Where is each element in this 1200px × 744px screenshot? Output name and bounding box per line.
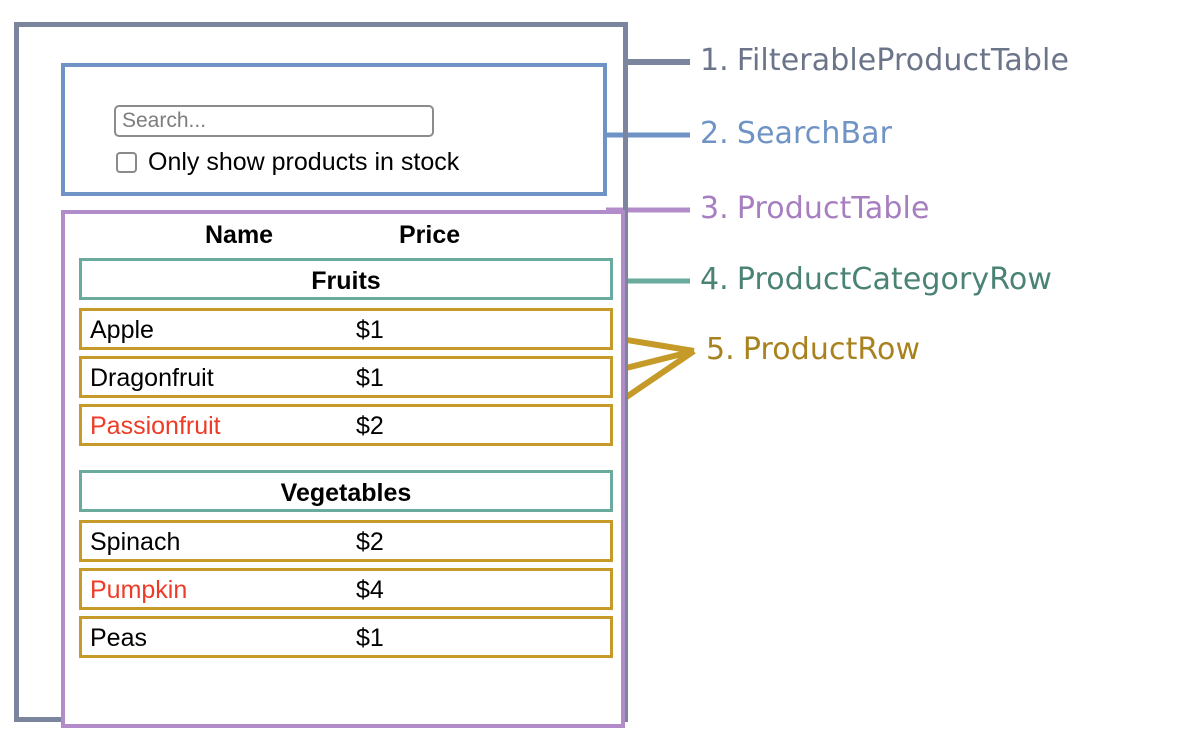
- legend-label: FilterableProductTable: [736, 43, 1070, 78]
- legend-item-filterable-product-table: 1.FilterableProductTable: [700, 46, 1069, 76]
- product-price: $2: [356, 528, 384, 556]
- table-header-row: Name Price: [79, 214, 613, 258]
- legend-number: 1.: [700, 43, 729, 78]
- legend-number: 5.: [706, 332, 735, 367]
- product-row[interactable]: Passionfruit $2: [79, 404, 613, 446]
- product-row[interactable]: Apple $1: [79, 308, 613, 350]
- column-header-price: Price: [399, 221, 461, 249]
- category-label: Vegetables: [280, 479, 412, 507]
- legend-item-product-row: 5.ProductRow: [706, 335, 920, 365]
- legend-item-product-table: 3.ProductTable: [700, 194, 930, 224]
- product-name: Dragonfruit: [90, 364, 214, 392]
- legend-label: ProductTable: [736, 191, 930, 226]
- product-price: $1: [356, 624, 384, 652]
- product-name: Peas: [90, 624, 147, 652]
- legend-number: 3.: [700, 191, 729, 226]
- product-table: Name Price Fruits Apple $1 Dragonfruit $…: [61, 210, 625, 728]
- product-row[interactable]: Dragonfruit $1: [79, 356, 613, 398]
- group-spacer: [79, 452, 613, 470]
- only-in-stock-checkbox[interactable]: [116, 152, 137, 173]
- product-name: Pumpkin: [90, 576, 188, 604]
- legend-label: SearchBar: [736, 116, 893, 151]
- filterable-product-table: Only show products in stock Name Price F…: [14, 22, 628, 728]
- product-price: $2: [356, 412, 384, 440]
- product-category-row: Fruits: [79, 258, 613, 300]
- product-name: Spinach: [90, 528, 181, 556]
- legend-item-search-bar: 2.SearchBar: [700, 119, 892, 149]
- legend-number: 2.: [700, 116, 729, 151]
- search-input[interactable]: [114, 105, 434, 137]
- only-in-stock-label: Only show products in stock: [148, 148, 460, 176]
- legend-label: ProductCategoryRow: [736, 262, 1052, 297]
- product-price: $1: [356, 364, 384, 392]
- in-stock-filter[interactable]: Only show products in stock: [116, 150, 459, 175]
- product-name: Apple: [90, 316, 154, 344]
- legend-label: ProductRow: [742, 332, 921, 367]
- product-price: $1: [356, 316, 384, 344]
- legend-item-product-category-row: 4.ProductCategoryRow: [700, 265, 1052, 295]
- product-row[interactable]: Pumpkin $4: [79, 568, 613, 610]
- search-bar: Only show products in stock: [61, 63, 607, 196]
- product-category-row: Vegetables: [79, 470, 613, 512]
- column-header-name: Name: [205, 221, 274, 249]
- product-row[interactable]: Spinach $2: [79, 520, 613, 562]
- product-name: Passionfruit: [90, 412, 221, 440]
- legend-number: 4.: [700, 262, 729, 297]
- category-label: Fruits: [311, 267, 381, 295]
- product-row[interactable]: Peas $1: [79, 616, 613, 658]
- product-table-inner: Name Price Fruits Apple $1 Dragonfruit $…: [79, 214, 613, 664]
- product-price: $4: [356, 576, 384, 604]
